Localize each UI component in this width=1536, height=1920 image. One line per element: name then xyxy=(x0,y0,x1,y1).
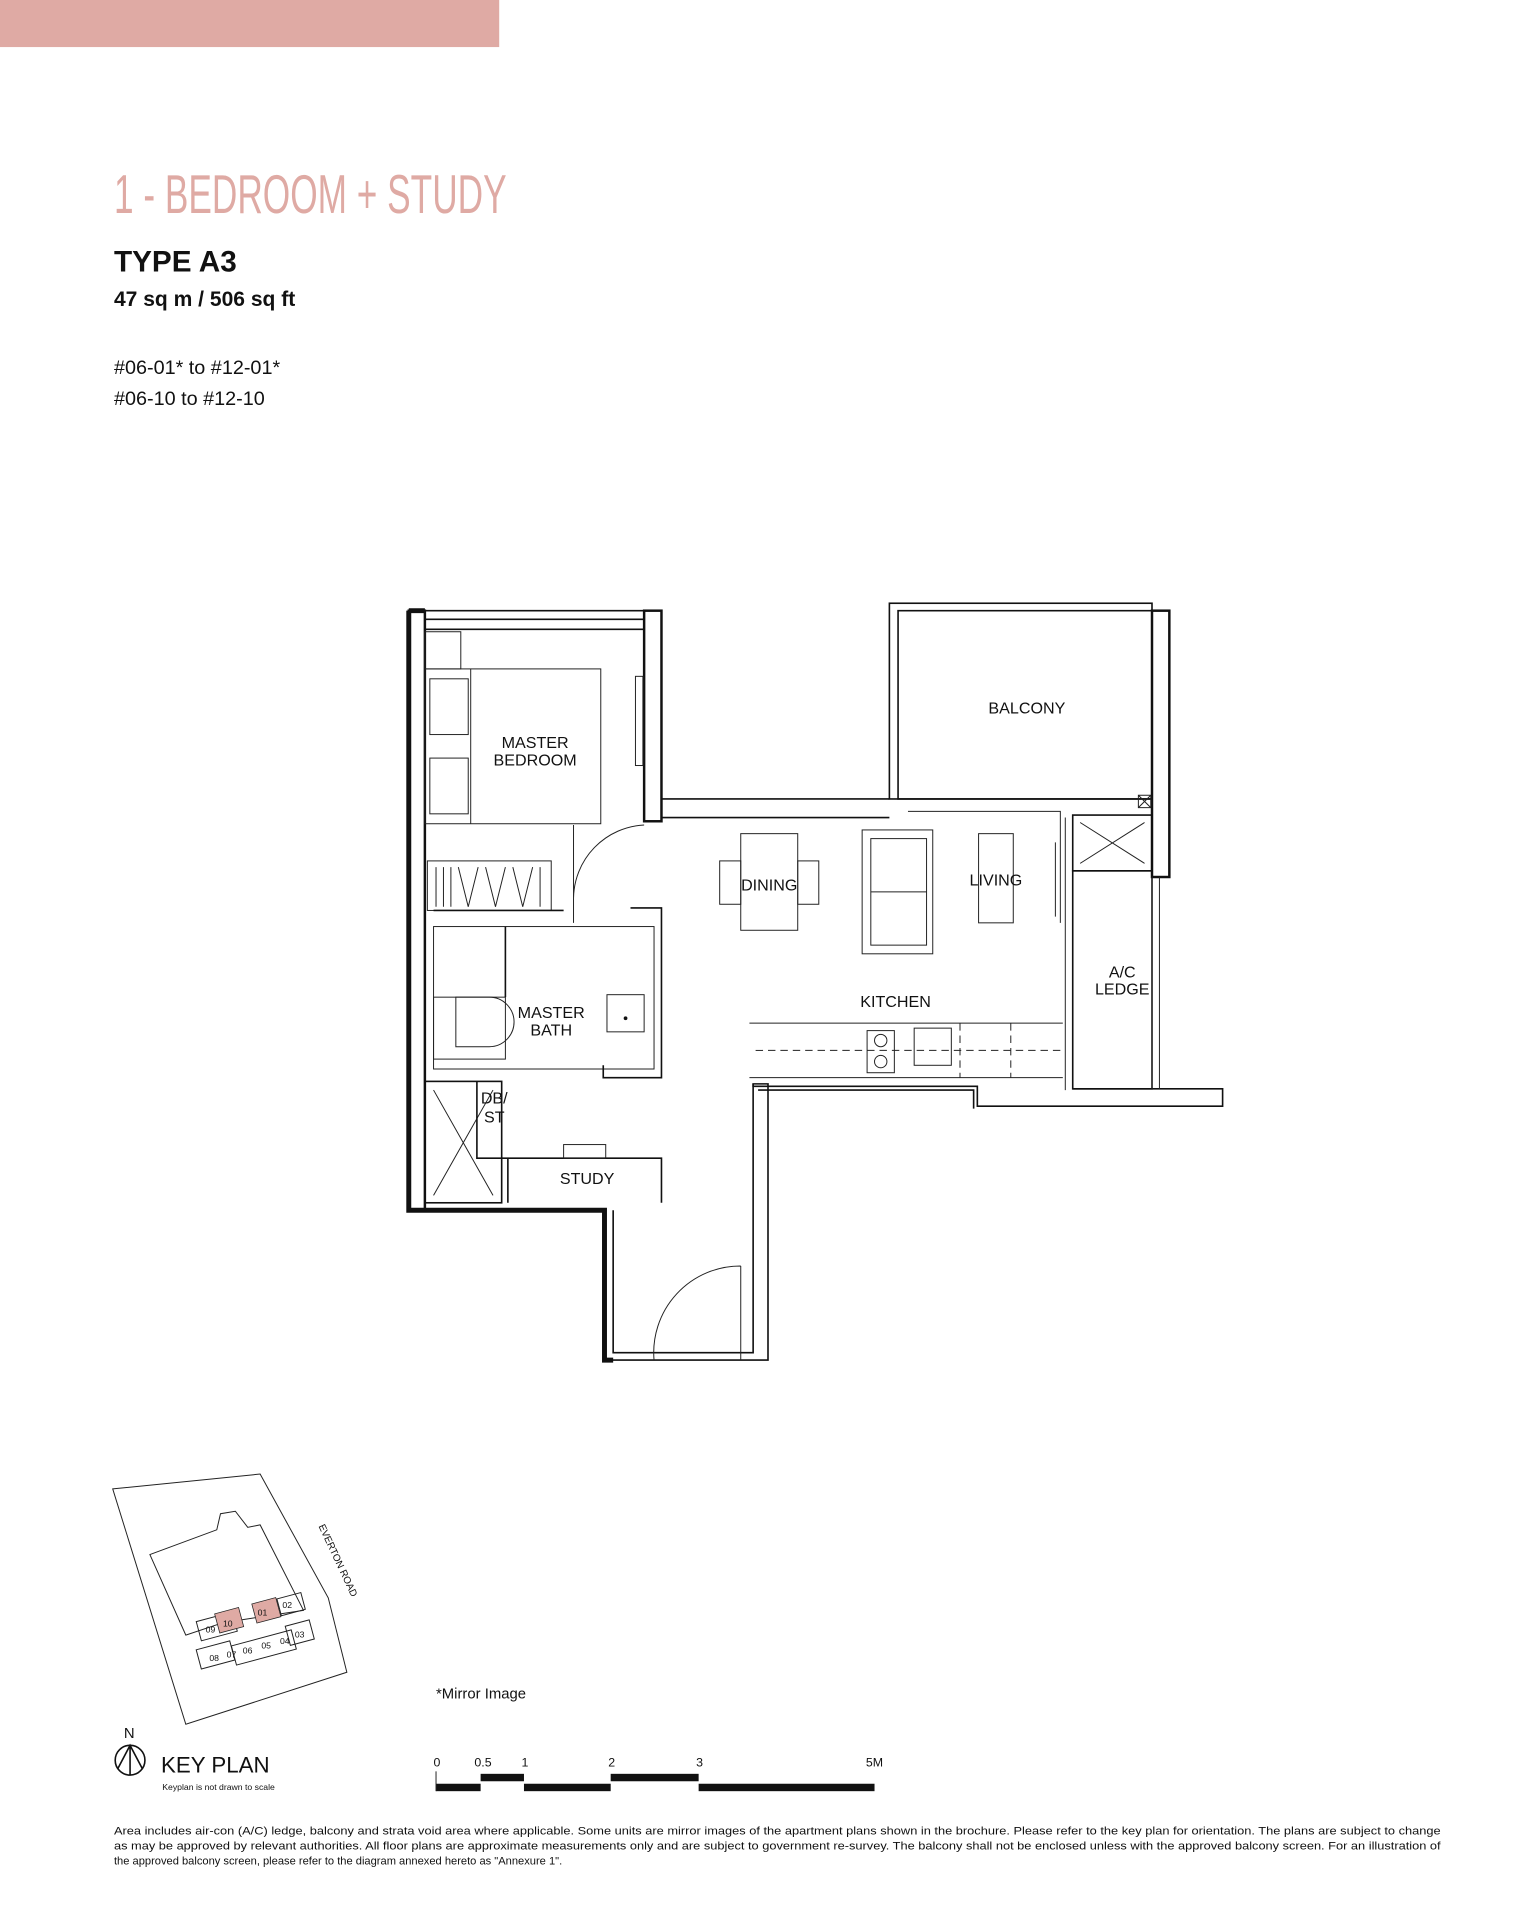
scale-tick: 3 xyxy=(696,1755,703,1769)
keyplan-unit-label: 02 xyxy=(282,1600,292,1610)
scale-bar xyxy=(435,1771,875,1792)
room-label-kitchen: KITCHEN xyxy=(860,993,931,1011)
room-label-db-st: ST xyxy=(484,1108,505,1126)
scale-tick: 0.5 xyxy=(474,1755,491,1769)
keyplan-unit-label: 04 xyxy=(280,1636,290,1646)
north-label: N xyxy=(124,1726,135,1742)
room-label-balcony: BALCONY xyxy=(988,699,1065,717)
scale-tick: 0 xyxy=(434,1755,441,1769)
room-label-dining: DINING xyxy=(741,877,797,895)
keyplan-unit-label: 05 xyxy=(261,1641,271,1651)
room-label-master-bath: MASTER xyxy=(518,1004,585,1022)
keyplan-unit-label: 03 xyxy=(295,1630,305,1640)
disclaimer-line: as may be approved by relevant authoriti… xyxy=(114,1840,1442,1852)
room-label-master-bedroom: MASTER xyxy=(502,734,569,752)
room-label-master-bedroom: BEDROOM xyxy=(494,752,577,770)
unit-range: #06-01* to #12-01* xyxy=(114,357,281,379)
keyplan-unit-label: 01 xyxy=(258,1607,268,1617)
key-plan-title: KEY PLAN xyxy=(161,1753,270,1778)
key-plan-note: Keyplan is not drawn to scale xyxy=(162,1782,275,1792)
key-plan-map: 01 02 03 04 05 06 07 08 09 10 EVERTON RO… xyxy=(112,1473,359,1725)
keyplan-unit-label: 07 xyxy=(227,1649,237,1659)
mirror-image-note: *Mirror Image xyxy=(436,1686,526,1702)
unit-area: 47 sq m / 506 sq ft xyxy=(114,288,295,311)
room-label-ac-ledge: A/C xyxy=(1109,963,1136,981)
category-title: 1 - BEDROOM + STUDY xyxy=(114,164,507,225)
accent-bar xyxy=(0,0,500,48)
keyplan-unit-label: 08 xyxy=(209,1653,219,1663)
keyplan-unit-label: 06 xyxy=(243,1646,253,1656)
north-arrow-icon xyxy=(114,1743,146,1776)
room-label-master-bath: BATH xyxy=(530,1022,572,1040)
scale-tick: 2 xyxy=(608,1755,615,1769)
unit-type: TYPE A3 xyxy=(114,245,237,278)
room-label-living: LIVING xyxy=(970,872,1023,890)
room-label-study: STUDY xyxy=(560,1170,615,1188)
unit-range: #06-10 to #12-10 xyxy=(114,388,265,410)
keyplan-unit-label: 10 xyxy=(223,1618,233,1628)
disclaimer-line: the approved balcony screen, please refe… xyxy=(114,1855,562,1867)
disclaimer-line: Area includes air-con (A/C) ledge, balco… xyxy=(114,1826,1441,1838)
floor-plan: MASTER BEDROOM BALCONY DINING LIVING KIT… xyxy=(406,602,1224,1363)
scale-tick: 5M xyxy=(866,1755,883,1769)
room-label-ac-ledge: LEDGE xyxy=(1095,981,1150,999)
room-label-db-st: DB/ xyxy=(481,1090,508,1108)
scale-tick: 1 xyxy=(521,1755,528,1769)
keyplan-unit-label: 09 xyxy=(206,1625,216,1635)
